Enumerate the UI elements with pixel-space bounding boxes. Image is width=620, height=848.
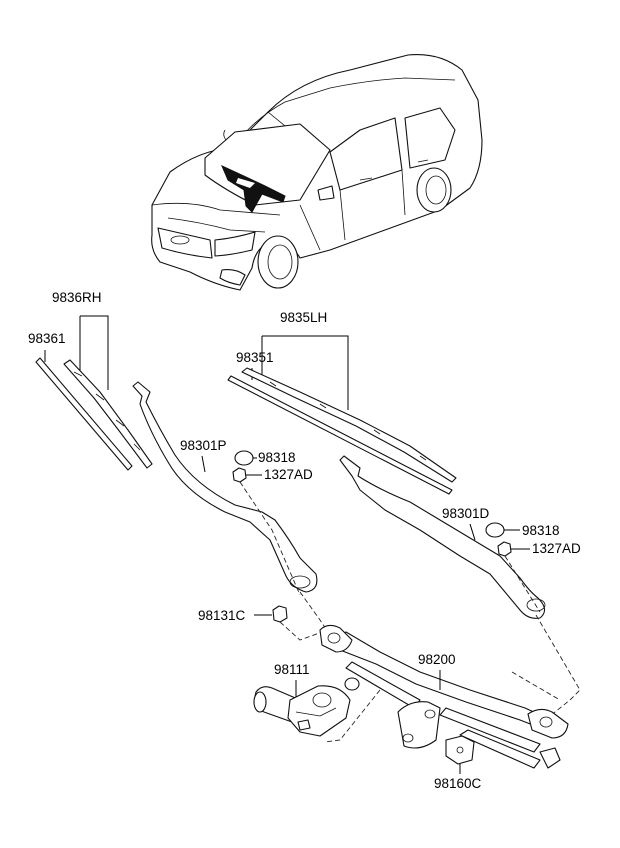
wiper-blade-lh-group: 9835LH 98351 [227,310,457,495]
label-arm-passenger: 98301P [180,438,227,453]
bracket-group: 98160C [434,735,482,791]
label-motor: 98111 [274,662,310,677]
wiper-blade-rh [63,359,153,469]
assembly-guide-lines [239,481,581,743]
nut-1327ad-b [497,541,512,557]
wiper-arm-driver-group: 98301D 98318 1327AD [339,455,581,619]
wiper-motor-group: 98111 [253,662,351,737]
label-refill-rh: 98361 [28,331,66,346]
refill-rh [35,357,133,471]
wiper-linkage [329,631,561,735]
label-nut-2: 1327AD [532,541,581,556]
label-linkage: 98200 [418,652,456,667]
label-cap-1: 98318 [258,450,296,465]
label-wiper-blade-rh: 9836RH [52,290,102,305]
label-nut-1: 1327AD [264,467,313,482]
refill-lh [227,375,453,495]
wiper-linkage-group: 98200 [319,624,569,769]
cap-98318-b [485,522,505,538]
label-refill-lh: 98351 [236,350,274,365]
label-bracket: 98160C [434,776,482,791]
pivot-cap-group: 98131C [198,605,288,623]
label-arm-driver: 98301D [442,506,490,521]
pivot-cap-98131c [272,605,288,623]
wiper-arm-passenger [132,381,318,593]
wiper-blade-rh-group: 9836RH 98361 [28,290,153,471]
cap-98318-a [234,450,254,466]
wiper-blade-lh [241,367,457,483]
car-illustration [151,54,483,291]
nut-1327ad-a [232,467,247,483]
label-pivot-cap: 98131C [198,608,246,623]
label-wiper-blade-lh: 9835LH [280,310,327,325]
bracket-98160c [445,735,475,765]
wiper-arm-driver [339,455,546,619]
label-cap-2: 98318 [522,523,560,538]
wiper-arm-passenger-group: 98301P 98318 1327AD [132,381,318,593]
